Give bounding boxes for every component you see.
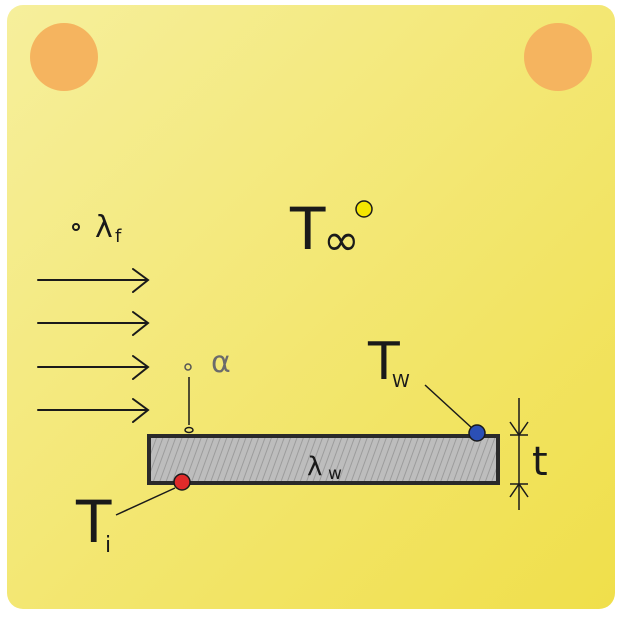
- thickness-dimension: [509, 398, 529, 510]
- corner-dot-right: [524, 23, 592, 91]
- t-w-leader: [424, 384, 474, 430]
- t-i-marker: [173, 473, 191, 491]
- wall-slab: [147, 434, 500, 485]
- lambda-f-dot: [72, 223, 80, 231]
- t-i-leader: [115, 487, 176, 516]
- flow-arrow-3: [37, 355, 150, 380]
- t-w-symbol: T: [367, 332, 400, 392]
- t-infinity-symbol: T: [289, 195, 326, 263]
- alpha-dot: [184, 363, 192, 371]
- corner-dot-left: [30, 23, 98, 91]
- lambda-f-symbol: λ: [95, 210, 113, 245]
- lambda-w-subscript: w: [328, 464, 342, 484]
- diagram-card: λ f T ∞ α T W λ w t T i: [7, 5, 615, 609]
- t-infinity-subscript: ∞: [323, 215, 360, 266]
- lambda-f-subscript: f: [115, 226, 122, 247]
- flow-arrows: [37, 268, 150, 423]
- t-infinity-marker: [355, 200, 373, 218]
- flow-arrow-2: [37, 311, 150, 336]
- heat-transfer-diagram: λ f T ∞ α T W λ w t T i: [7, 5, 615, 609]
- flow-arrow-4: [37, 398, 150, 423]
- t-i-symbol: T: [75, 488, 112, 556]
- alpha-surface-point: [184, 426, 194, 434]
- t-w-marker: [468, 424, 486, 442]
- background: [7, 5, 615, 609]
- flow-arrow-1: [37, 268, 150, 293]
- lambda-w-symbol: λ: [307, 452, 322, 482]
- thickness-label: t: [532, 439, 548, 485]
- t-i-subscript: i: [105, 533, 111, 558]
- alpha-symbol: α: [211, 345, 231, 380]
- t-w-subscript: W: [392, 371, 410, 392]
